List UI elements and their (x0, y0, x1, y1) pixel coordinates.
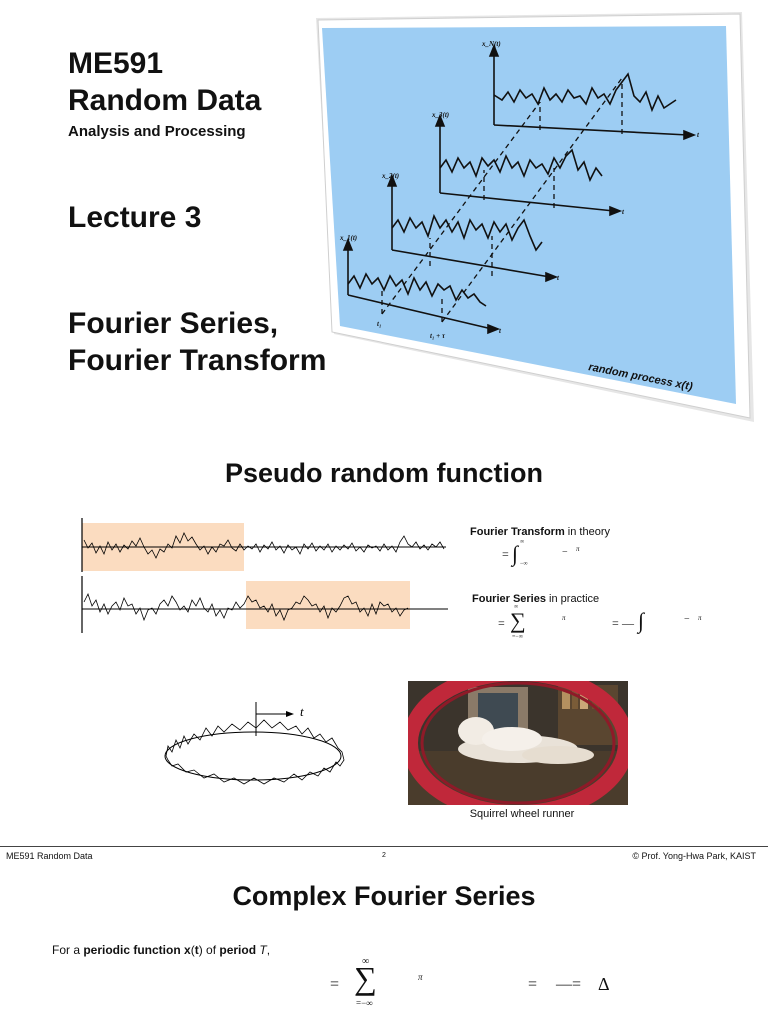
lecture-number: Lecture 3 (68, 201, 202, 234)
ring-signal (165, 719, 345, 785)
label-x2: x_2(t) (381, 172, 399, 180)
course-code: ME591 (68, 47, 164, 80)
ft-minus: − (562, 547, 568, 558)
cfs-fraction-equals: —= (556, 976, 582, 993)
fourier-transform-label-bold: Fourier Transform (470, 526, 565, 538)
t-label-2: t (557, 274, 560, 282)
label-xN: x_N(t) (481, 40, 501, 48)
slide2-title: Pseudo random function (224, 458, 543, 488)
pseudo-random-plots (81, 518, 448, 633)
waveform-x2 (391, 213, 543, 252)
fourier-series-label-bold: Fourier Series (472, 593, 546, 605)
slide3-title: Complex Fourier Series (232, 881, 536, 911)
fourier-transform-equation: = ∫ ∞ −∞ − π (502, 539, 642, 573)
intro-text-3: ) of (198, 943, 220, 957)
footer-rule (0, 846, 768, 847)
ring-t-label: t (300, 704, 304, 719)
t-label-1: t (499, 327, 502, 335)
ring-arrow-head (286, 711, 294, 717)
plot2-signal (83, 592, 409, 622)
ft-upper-limit: ∞ (520, 539, 525, 545)
fourier-series-equation: = ∞ ∑ =−∞ π = — ∫ − π (498, 604, 728, 644)
fs-sum-sign: ∑ (510, 608, 526, 633)
ring-ellipse (164, 731, 342, 781)
cfs-upper-limit: ∞ (362, 956, 370, 967)
intro-bold-3: period (219, 943, 257, 957)
fs2-minus: − (684, 614, 690, 625)
slide3-intro: For a periodic function x(t) of period T… (52, 943, 270, 957)
video-frame-art (408, 681, 628, 805)
fs2-fraction-bar: — (622, 616, 634, 630)
complex-fourier-equation: = ∞ ∑ =−∞ π = —= Δ (330, 956, 630, 1020)
squirrel-wheel-video[interactable] (408, 681, 628, 805)
label-x3: x_3(t) (431, 111, 449, 119)
intro-bold-2: t (194, 943, 199, 957)
footer-page-number: 2 (382, 852, 386, 859)
random-process-figure: x_N(t) x_3(t) x_2(t) x_1(t) t t t t t₁ t… (316, 12, 754, 422)
periodic-ring-illustration: t (164, 702, 345, 785)
fs2-pi: π (698, 614, 702, 622)
t1-tau-label: t₁ + τ (430, 332, 446, 340)
footer-course: ME591 Random Data (6, 851, 93, 861)
fourier-transform-label: Fourier Transform in theory (470, 526, 610, 538)
intro-text-5: , (266, 943, 271, 957)
cfs-sum-sign: ∑ (354, 960, 377, 996)
intro-text-2: ( (190, 943, 195, 957)
plot1-signal (83, 532, 445, 559)
cfs-delta: Δ (598, 974, 610, 994)
cfs-pi: π (418, 972, 423, 982)
ft-pi: π (576, 545, 580, 553)
figure-background (322, 26, 736, 404)
label-x1: x_1(t) (339, 234, 357, 242)
footer-copyright: © Prof. Yong-Hwa Park, KAIST (632, 851, 756, 861)
fs2-integral-sign: ∫ (638, 608, 645, 633)
t1-label: t₁ (377, 320, 381, 328)
cfs-lower-limit: =−∞ (356, 998, 373, 1008)
topic-line-2: Fourier Transform (68, 344, 327, 377)
topic-line-1: Fourier Series, (68, 307, 279, 340)
intro-italic-1: T (259, 943, 267, 957)
cfs-equals-1: = (330, 976, 340, 993)
fs-lower-limit: =−∞ (512, 634, 524, 640)
video-caption: Squirrel wheel runner (469, 808, 575, 820)
waveform-xN (493, 72, 677, 113)
t-label-N: t (697, 131, 700, 139)
waveform-x1 (347, 272, 487, 307)
fs-equals: = (498, 616, 505, 630)
fourier-series-label: Fourier Series in practice (472, 593, 599, 605)
fourier-series-label-rest: in practice (545, 593, 600, 605)
fs2-equals: = (612, 616, 619, 630)
course-title: Random Data (68, 84, 262, 117)
intro-text-1: For a (52, 943, 84, 957)
ft-integral-sign: ∫ (512, 541, 519, 566)
fs-upper-limit: ∞ (514, 604, 519, 610)
course-subtitle: Analysis and Processing (68, 123, 246, 140)
fourier-transform-label-rest: in theory (564, 526, 610, 538)
waveform-x3 (439, 148, 603, 183)
intro-bold-1: periodic function x (83, 943, 191, 957)
ft-equals: = (502, 547, 509, 561)
ft-lower-limit: −∞ (520, 561, 528, 567)
cfs-equals-2: = (528, 976, 538, 993)
t-label-3: t (622, 208, 625, 216)
fs-pi: π (562, 614, 566, 622)
